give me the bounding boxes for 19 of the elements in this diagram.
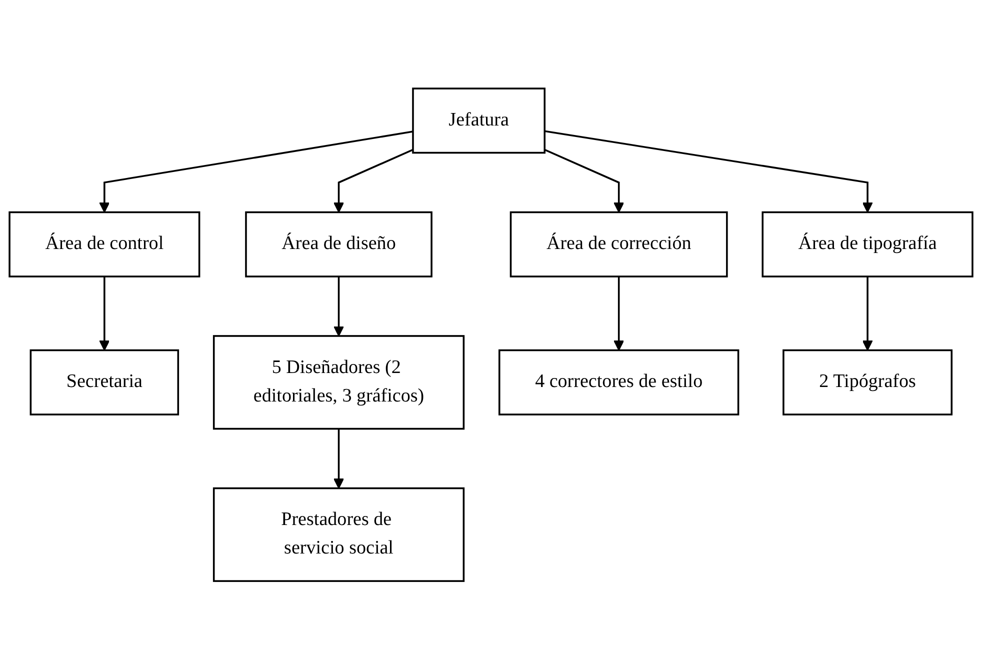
arrow bbox=[334, 276, 344, 336]
arrow bbox=[544, 148, 624, 212]
node-box: 4 correctores de estilo bbox=[498, 349, 740, 416]
arrow bbox=[614, 276, 624, 350]
node-box: 2 Tipógrafos bbox=[782, 349, 953, 416]
node-box: Área de tipografía bbox=[762, 211, 974, 278]
node-box: Secretaria bbox=[30, 349, 180, 416]
node-box: 5 Diseñadores (2 editoriales, 3 gráficos) bbox=[212, 334, 465, 430]
node-box: Prestadores de servicio social bbox=[212, 487, 465, 582]
arrow bbox=[544, 130, 873, 212]
arrow bbox=[334, 148, 414, 212]
node-box: Área de control bbox=[8, 211, 200, 278]
arrow bbox=[862, 276, 873, 350]
node-box: Área de diseño bbox=[245, 211, 432, 278]
arrow bbox=[99, 276, 110, 350]
node-box: Área de corrección bbox=[510, 211, 728, 278]
node-box: Jefatura bbox=[412, 87, 546, 154]
arrow bbox=[334, 428, 344, 488]
arrow bbox=[99, 130, 414, 212]
